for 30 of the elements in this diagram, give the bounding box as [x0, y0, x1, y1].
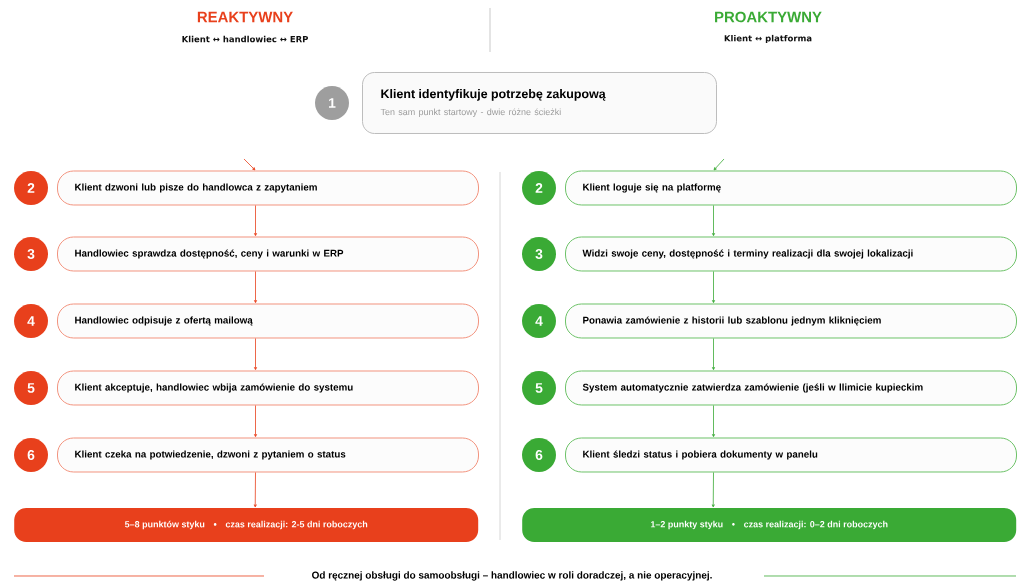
arrow [254, 338, 257, 371]
arrow [711, 472, 715, 508]
step-box: Handlowiec odpisuje z ofertą mailową [57, 303, 479, 339]
step-box: Klient dzwoni lub pisze do handlowca z zapytaniem [57, 170, 479, 206]
column-subtitle: Klient ↔ handlowiec ↔ ERP [182, 35, 309, 43]
arrow [254, 271, 257, 304]
step-box: Klient loguje się na platformę [565, 170, 1017, 206]
arrow [712, 271, 715, 304]
step-box: Handlowiec sprawdza dostępność, ceny i warunki w ERP [57, 236, 479, 272]
arrow [254, 205, 257, 237]
column-subtitle: Klient ↔ platforma [724, 34, 812, 44]
arrow [712, 205, 715, 237]
step-box: Klient identyfikuje potrzebę zakupową Ten sam punkt startowy - dwie różne ścieżki [362, 72, 717, 134]
arrow [253, 472, 257, 508]
step-box: Klient akceptuje, handlowiec wbija zamówienie do systemu [57, 370, 479, 406]
arrow [712, 405, 715, 438]
step-box: Klient śledzi status i pobiera dokumenty w panelu [565, 437, 1017, 473]
arrow [254, 405, 257, 438]
summary-bar: 1–2 punkty styku czas realizacji: 0–2 dni roboczych [522, 508, 1017, 542]
arrow [243, 158, 256, 171]
column-title: REAKTYWNY [197, 11, 293, 23]
arrow [713, 158, 725, 171]
column-title: PROAKTYWNY [715, 11, 822, 23]
caption: Od ręcznej obsługi do samoobsługi – handlowiec w roli doradczej, a nie operacyjnej. [312, 571, 712, 581]
step-box: Widzi swoje ceny, dostępność i terminy realizacji dla swojej lokalizacji [565, 236, 1017, 272]
step-box: System automatycznie zatwierdza zamówienie (jeśli w llimicie kupieckim [565, 370, 1017, 406]
arrow [712, 338, 715, 371]
step-box: Klient czeka na potwiedzenie, dzwoni z pytaniem o status [57, 437, 479, 473]
step-box: Ponawia zamówienie z historii lub szablonu jednym kliknięciem [565, 303, 1017, 339]
summary-bar: 5–8 punktów styku czas realizacji: 2-5 dni roboczych [14, 508, 479, 542]
